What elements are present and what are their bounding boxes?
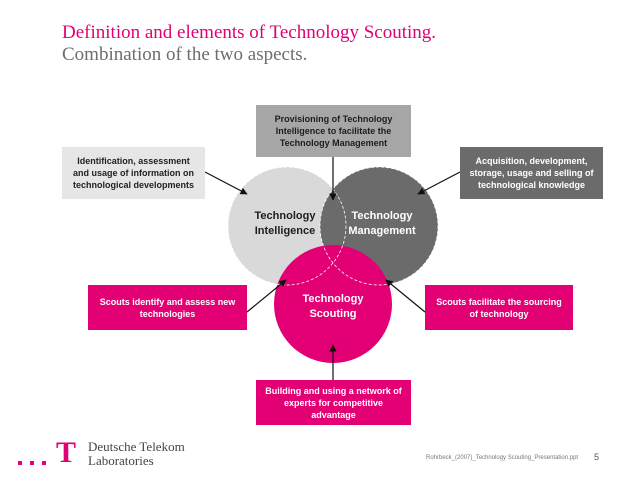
label-technology-management: Technology Management (348, 210, 416, 237)
box-acquisition: Acquisition, development, storage, usage… (460, 147, 603, 199)
slide-title: Definition and elements of Technology Sc… (62, 22, 436, 66)
footer-source: Rohrbeck_(2007)_Technology Scouting_Pres… (426, 455, 579, 461)
box-provisioning: Provisioning of Technology Intelligence … (256, 105, 411, 157)
arrow-identification (204, 171, 248, 195)
label-technology-scouting: Technology Scouting (302, 293, 364, 320)
logo-t-icon: T (56, 436, 77, 469)
box-identification: Identification, assessment and usage of … (62, 147, 205, 199)
label-technology-intelligence: Technology Intelligence (254, 210, 316, 237)
circle-outline-intelligence (227, 166, 347, 286)
arrow-scouts-facilitate (385, 279, 426, 313)
circle-outline-management (319, 166, 439, 286)
title-line-1: Definition and elements of Technology Sc… (62, 22, 437, 43)
box-scouts-identify: Scouts identify and assess new technolog… (88, 285, 247, 330)
box-building: Building and using a network of experts … (256, 380, 411, 425)
arrow-scouts-identify (246, 279, 287, 313)
title-line-2: Combination of the two aspects. (62, 44, 308, 65)
page-number: 5 (594, 452, 600, 462)
circle-technology-scouting (274, 245, 392, 363)
logo-dots (18, 452, 54, 470)
logo-wordmark: Deutsche Telekom Laboratories (88, 439, 185, 468)
box-scouts-facilitate: Scouts facilitate the sourcing of techno… (425, 285, 573, 330)
arrow-acquisition (417, 171, 461, 195)
